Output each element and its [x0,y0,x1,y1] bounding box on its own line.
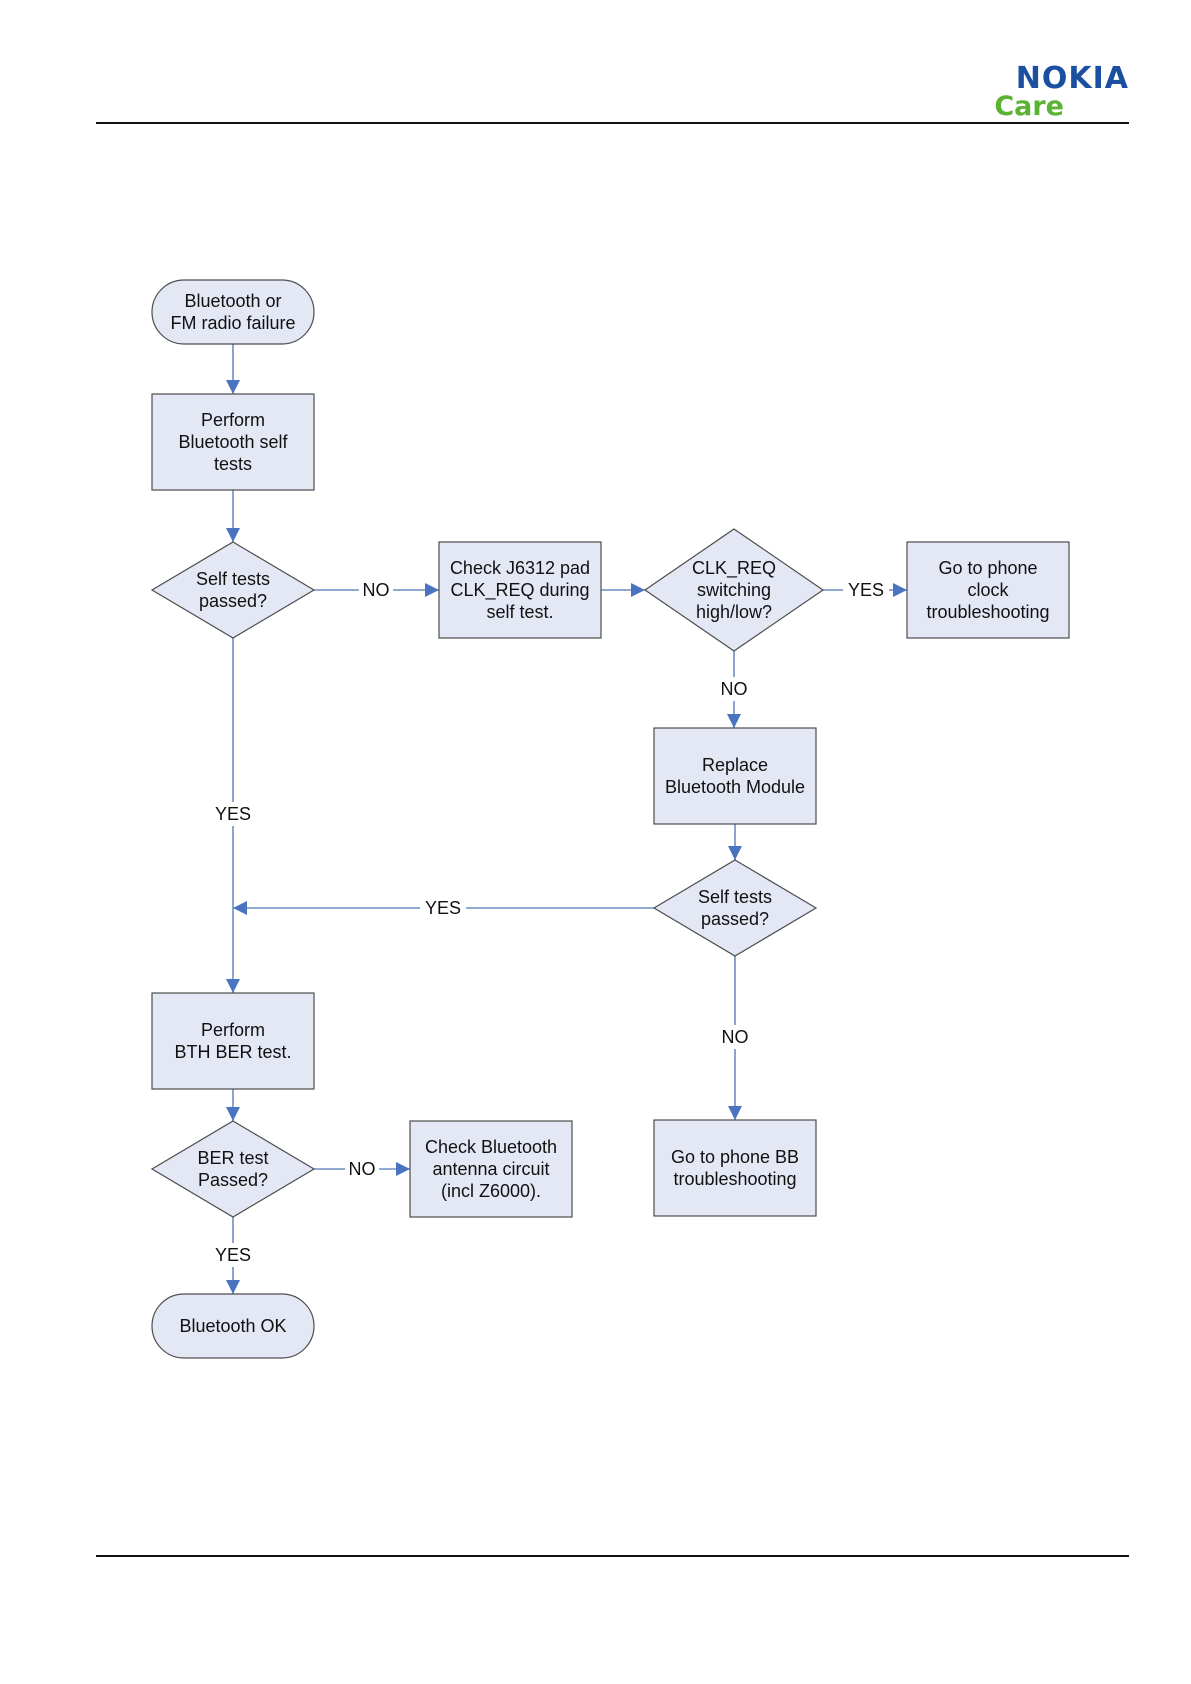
decision-shape [150,541,316,639]
edge-self-tests-passed-1-to-bth-ber-test: YES [210,638,256,993]
edge-label: YES [425,898,461,918]
node-text-line: tests [214,454,252,474]
process-shape [409,1120,573,1218]
node-text-line: clock [967,580,1009,600]
process-shape [151,992,315,1090]
node-text-line: troubleshooting [926,602,1049,622]
nokia-logo: NOKIA [1015,61,1129,96]
process-shape [151,393,315,491]
node-text-line: Self tests [698,887,772,907]
node-text-line: passed? [701,909,769,929]
node-text-line: Perform [201,1020,265,1040]
node-text-line: Perform [201,410,265,430]
node-text-line: Replace [702,755,768,775]
edge-label: YES [848,580,884,600]
node-text-line: CLK_REQ during [450,580,589,601]
edge-label: NO [722,1027,749,1047]
node-text-line: antenna circuit [432,1159,549,1179]
node-text-line: Bluetooth or [184,291,281,311]
node-bt-ok: Bluetooth OK [151,1293,315,1359]
node-text-line: BTH BER test. [174,1042,291,1062]
care-logo: Care [994,91,1064,122]
footer-divider [96,1555,1129,1557]
node-text-line: troubleshooting [673,1169,796,1189]
edge-ber-test-passed-to-bt-ok: YES [210,1217,256,1294]
decision-shape [150,1120,316,1218]
node-text-line: passed? [199,591,267,611]
process-shape [438,541,602,639]
node-text-line: Go to phone BB [671,1147,799,1167]
node-text-line: (incl Z6000). [441,1181,541,1201]
terminator-shape [151,279,315,345]
edge-self-tests-passed-2-to-phone-bb: NO [718,956,752,1120]
process-shape [906,541,1070,639]
header-divider [96,122,1129,124]
node-text-line: Bluetooth Module [665,777,805,797]
node-text-line: Check J6312 pad [450,558,590,578]
edge-self-tests-passed-1-to-check-j6312: NO [314,578,439,602]
edge-label: YES [215,804,251,824]
node-text-line: Self tests [196,569,270,589]
edge-self-tests-passed-2-to-bth-ber-test: YES [233,896,654,920]
edge-label: NO [349,1159,376,1179]
node-text-line: FM radio failure [170,313,295,333]
terminator-shape [151,1293,315,1359]
node-text-line: Passed? [198,1170,268,1190]
node-text-line: Go to phone [938,558,1037,578]
node-text-line: BER test [197,1148,268,1168]
edge-clk-req-switching-to-replace-bt-module: NO [717,651,751,728]
process-shape [653,1119,817,1217]
node-text-line: Bluetooth self [178,432,288,452]
node-text-line: switching [697,580,771,600]
edge-label: YES [215,1245,251,1265]
node-text-line: self test. [486,602,553,622]
node-text-line: high/low? [696,602,772,622]
process-shape [653,727,817,825]
edge-ber-test-passed-to-check-antenna: NO [314,1157,410,1181]
edge-label: NO [363,580,390,600]
node-text-line: CLK_REQ [692,558,776,579]
decision-shape [643,528,825,652]
edge-clk-req-switching-to-phone-clock: YES [823,578,907,602]
decision-shape [652,859,818,957]
node-text-line: Bluetooth OK [179,1316,286,1336]
node-text-line: Check Bluetooth [425,1137,557,1157]
edge-label: NO [721,679,748,699]
